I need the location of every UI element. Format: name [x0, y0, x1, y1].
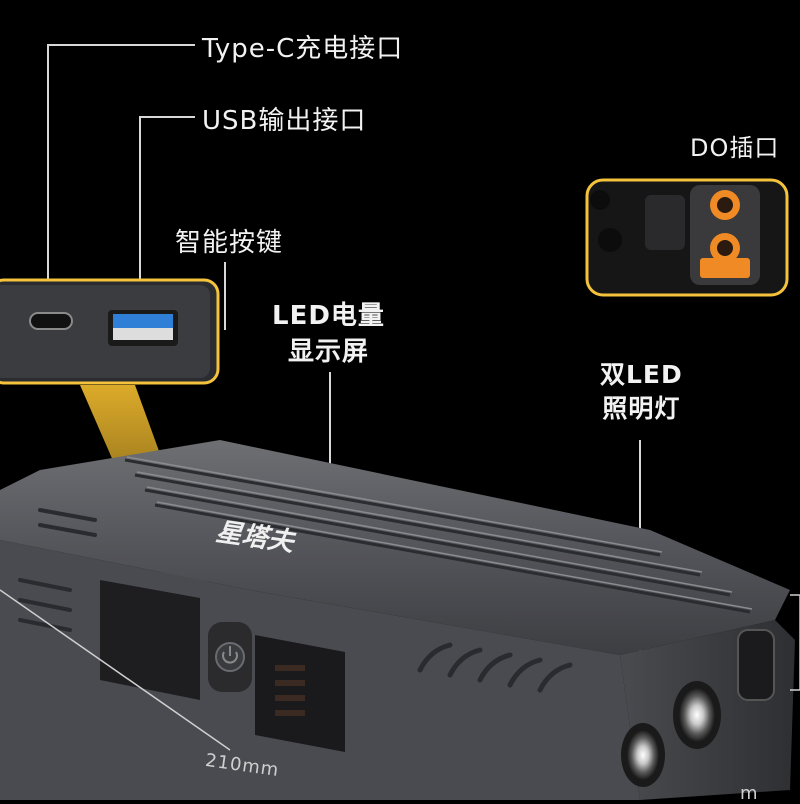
dual-led-label: 双LED 照明灯: [600, 358, 683, 426]
dual-led-label-line1: 双LED: [600, 360, 683, 389]
dimension-line-length: [0, 589, 231, 751]
dark-panel: [100, 580, 200, 700]
dimension-partial-label: m: [740, 783, 759, 804]
smart-button: [215, 642, 245, 672]
dual-led-label-line2: 照明灯: [602, 394, 681, 423]
callout-type-c: [47, 44, 195, 320]
led-light-1: [627, 730, 659, 780]
do-port-label: DO插口: [690, 134, 780, 162]
side-vents: [18, 508, 97, 632]
type-c-port-label: Type-C充电接口: [202, 34, 404, 64]
led-display-label-line1: LED电量: [272, 301, 385, 331]
led-display-label-line2: 显示屏: [287, 337, 369, 367]
front-vents: [417, 642, 573, 693]
dimension-line-height: [790, 594, 800, 691]
led-display-bars: [275, 665, 305, 716]
smart-button-label: 智能按键: [175, 228, 284, 258]
usb-port-label: USB输出接口: [202, 106, 367, 136]
top-grooves: [124, 458, 751, 614]
led-display: [255, 635, 345, 752]
led-display-label: LED电量 显示屏: [272, 298, 385, 370]
type-c-port: [29, 312, 73, 330]
led-light-2: [679, 688, 715, 742]
do-port-cover: [737, 629, 775, 701]
usb-port-blue: [113, 314, 173, 328]
callout-usb: [139, 116, 195, 320]
